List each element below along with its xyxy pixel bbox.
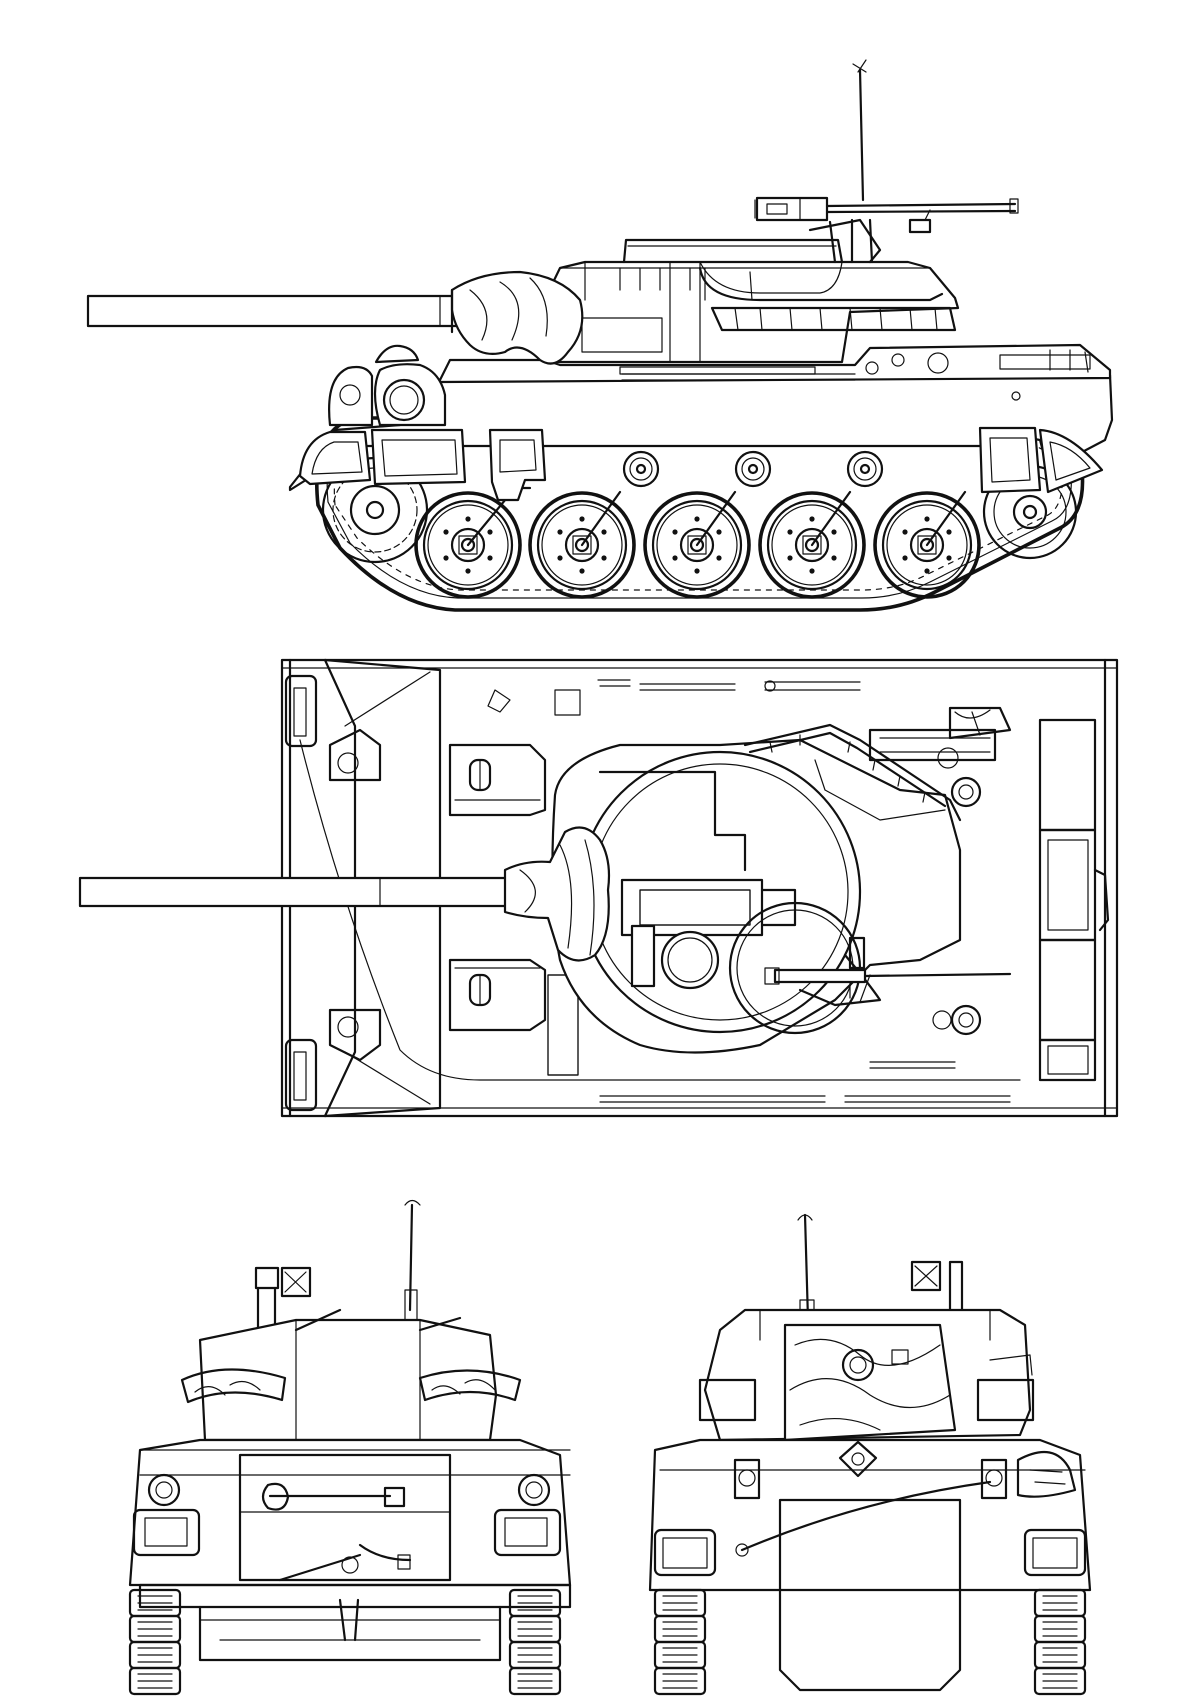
hull (288, 343, 1114, 502)
road-wheels (414, 486, 981, 599)
front-view (648, 1213, 1092, 1696)
front-lights (733, 1440, 1077, 1500)
rear-lights (132, 1473, 562, 1557)
driver-hatches (448, 743, 547, 1032)
turret (528, 238, 960, 364)
machine-gun (754, 59, 1019, 264)
top-view (78, 658, 1119, 1118)
front-track-right (1033, 1588, 1087, 1696)
side-view (86, 59, 1114, 612)
return-rollers (622, 450, 884, 488)
front-track-left (653, 1588, 707, 1696)
top-main-gun (78, 826, 611, 962)
rear-view (128, 1199, 572, 1696)
turret-top (551, 723, 1012, 1054)
rear-track-right (508, 1588, 562, 1696)
rear-track-left (128, 1588, 182, 1696)
main-gun (86, 270, 584, 365)
engine-deck-grille (1038, 718, 1110, 1082)
